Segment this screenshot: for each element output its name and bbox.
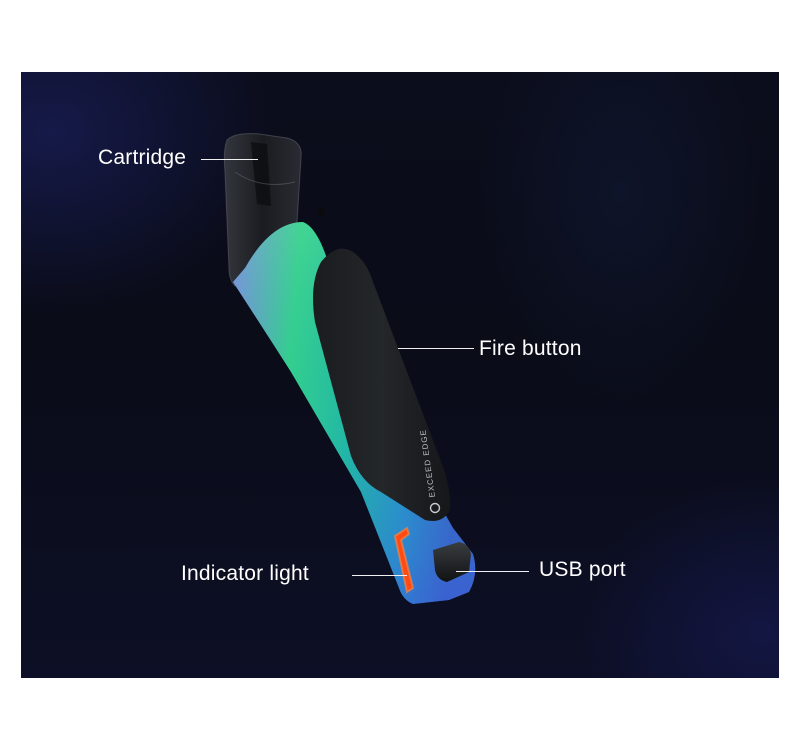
- vape-device-illustration: EXCEED EDGE: [223, 133, 476, 604]
- brand-logo-icon: [429, 502, 441, 514]
- callout-label-indicator-light: Indicator light: [181, 562, 309, 585]
- leader-line-usb-port: [456, 571, 529, 572]
- usb-port: [433, 542, 471, 582]
- callout-label-fire-button: Fire button: [479, 337, 582, 360]
- leader-line-fire-button: [398, 348, 474, 349]
- leader-line-cartridge: [201, 159, 258, 160]
- callout-label-usb-port: USB port: [539, 558, 626, 581]
- fire-button-panel: [313, 248, 451, 521]
- leader-line-indicator-light: [352, 575, 407, 576]
- product-image-panel: EXCEED EDGE Cartridge Fire button Indica…: [21, 72, 779, 678]
- callout-label-cartridge: Cartridge: [98, 146, 187, 169]
- indicator-light: [395, 528, 413, 592]
